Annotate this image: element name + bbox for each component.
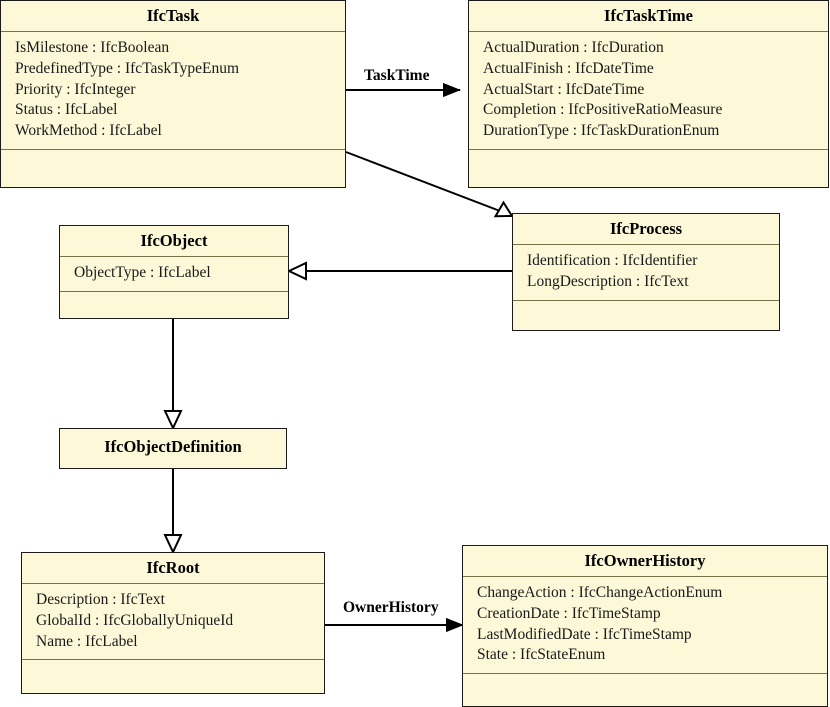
attribute-row: Priority : IfcInteger: [15, 80, 136, 98]
edge-label-task-time: TaskTime: [364, 67, 430, 84]
compartment-separator: [469, 31, 828, 33]
compartment-separator: [1, 31, 345, 33]
attribute-row: ActualDuration : IfcDuration: [483, 39, 664, 57]
attribute-row: Description : IfcText: [36, 591, 165, 609]
class-attributes-ifc-root: Description : IfcText GlobalId : IfcGlob…: [22, 584, 324, 659]
attribute-row: LongDescription : IfcText: [527, 272, 689, 290]
compartment-separator: [60, 290, 288, 292]
class-title-ifc-object: IfcObject: [140, 231, 208, 250]
attribute-row: DurationType : IfcTaskDurationEnum: [483, 122, 720, 140]
class-operations-ifc-task: [1, 150, 345, 166]
class-attributes-ifc-task-time: ActualDuration : IfcDuration ActualFinis…: [469, 32, 828, 149]
class-attributes-ifc-process: Identification : IfcIdentifier LongDescr…: [513, 245, 779, 300]
class-attributes-ifc-owner-history: ChangeAction : IfcChangeActionEnum Creat…: [463, 577, 827, 673]
attribute-row: State : IfcStateEnum: [477, 646, 606, 664]
attribute-row: Status : IfcLabel: [15, 101, 118, 119]
class-title-ifc-root: IfcRoot: [146, 558, 200, 577]
class-title-ifc-task-time: IfcTaskTime: [604, 6, 693, 25]
class-attributes-ifc-object: ObjectType : IfcLabel: [60, 257, 288, 291]
class-operations-ifc-root: [22, 660, 324, 676]
compartment-separator: [22, 583, 324, 585]
edge-process-object: [286, 261, 512, 281]
class-title-ifc-process: IfcProcess: [609, 219, 683, 238]
attribute-row: GlobalId : IfcGloballyUniqueId: [36, 611, 234, 629]
class-box-ifc-root[interactable]: IfcRoot Description : IfcText GlobalId :…: [21, 552, 325, 694]
class-attributes-ifc-task: IsMilestone : IfcBoolean PredefinedType …: [1, 32, 345, 149]
compartment-separator: [1, 148, 345, 150]
compartment-separator: [463, 576, 827, 578]
compartment-separator: [513, 299, 779, 301]
class-box-ifc-object-definition[interactable]: IfcObjectDefinition: [59, 428, 287, 469]
attribute-row: ActualFinish : IfcDateTime: [483, 59, 654, 77]
class-box-ifc-object[interactable]: IfcObject ObjectType : IfcLabel: [59, 225, 289, 319]
attribute-row: Identification : IfcIdentifier: [527, 252, 698, 270]
attribute-row: WorkMethod : IfcLabel: [15, 122, 162, 140]
attribute-row: ActualStart : IfcDateTime: [483, 80, 645, 98]
edge-label-owner-history: OwnerHistory: [343, 599, 439, 616]
attribute-row: Name : IfcLabel: [36, 632, 138, 650]
edge-objectdefinition-root: [163, 468, 183, 555]
attribute-row: PredefinedType : IfcTaskTypeEnum: [15, 59, 240, 77]
attribute-row: ObjectType : IfcLabel: [74, 264, 211, 282]
attribute-row: ChangeAction : IfcChangeActionEnum: [477, 584, 723, 602]
class-operations-ifc-object: [60, 292, 288, 308]
class-operations-ifc-owner-history: [463, 674, 827, 690]
class-box-ifc-process[interactable]: IfcProcess Identification : IfcIdentifie…: [512, 213, 780, 331]
compartment-separator: [469, 148, 828, 150]
class-box-ifc-task[interactable]: IfcTask IsMilestone : IfcBoolean Predefi…: [0, 0, 346, 188]
class-operations-ifc-process: [513, 301, 779, 317]
class-title-ifc-object-definition: IfcObjectDefinition: [104, 437, 242, 456]
attribute-row: IsMilestone : IfcBoolean: [15, 39, 170, 57]
compartment-separator: [463, 673, 827, 675]
compartment-separator: [60, 256, 288, 258]
attribute-row: CreationDate : IfcTimeStamp: [477, 604, 661, 622]
edge-task-process: [345, 151, 514, 218]
compartment-separator: [22, 659, 324, 661]
edge-object-objectdefinition: [163, 318, 183, 431]
class-title-ifc-owner-history: IfcOwnerHistory: [584, 551, 706, 570]
class-box-ifc-task-time[interactable]: IfcTaskTime ActualDuration : IfcDuration…: [468, 0, 829, 188]
class-operations-ifc-task-time: [469, 150, 828, 166]
class-box-ifc-owner-history[interactable]: IfcOwnerHistory ChangeAction : IfcChange…: [462, 545, 828, 707]
class-title-ifc-task: IfcTask: [146, 6, 200, 25]
attribute-row: Completion : IfcPositiveRatioMeasure: [483, 101, 723, 119]
compartment-separator: [513, 244, 779, 246]
attribute-row: LastModifiedDate : IfcTimeStamp: [477, 625, 692, 643]
